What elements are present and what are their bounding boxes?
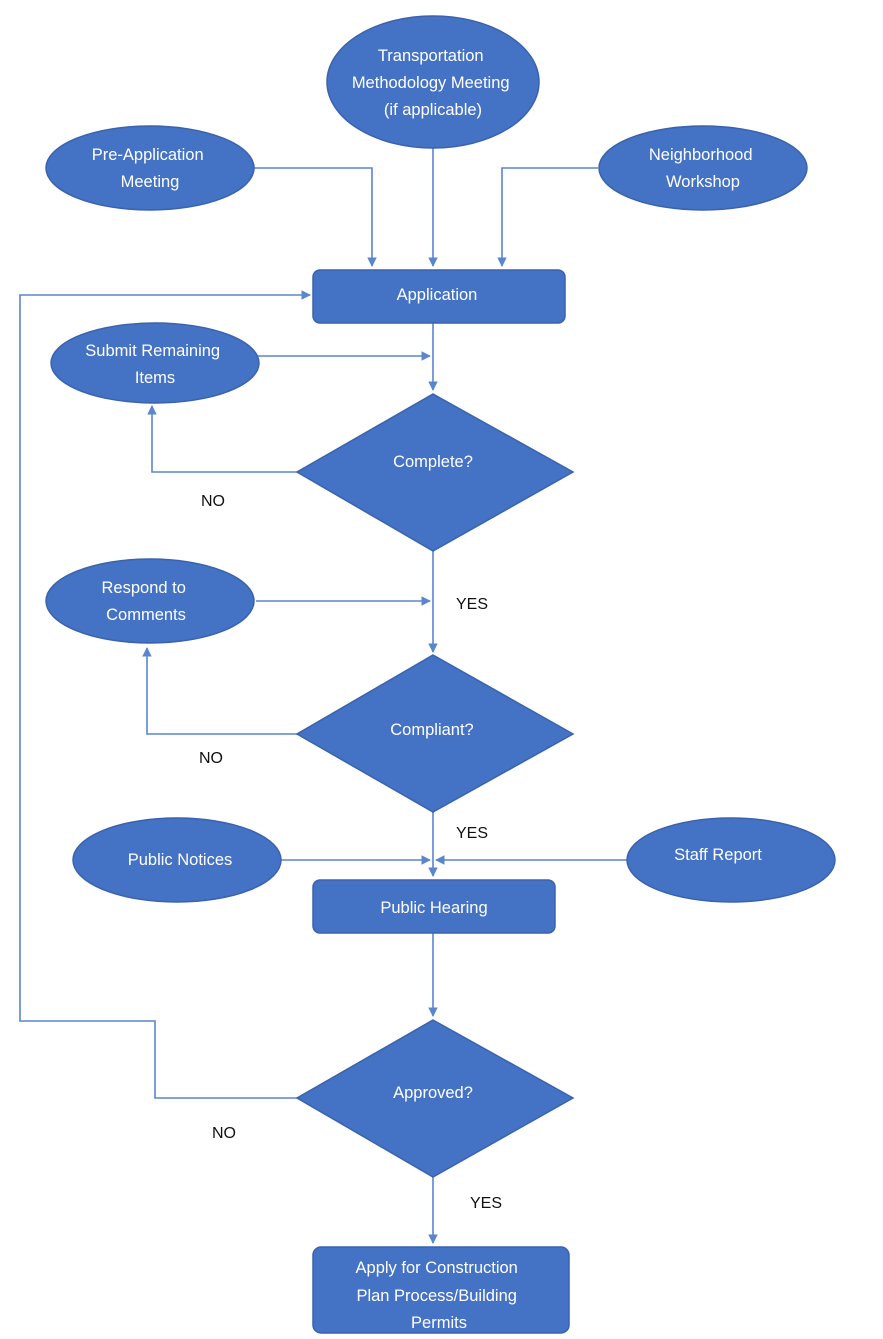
neighborhood-workshop-node — [598, 125, 808, 211]
public-hearing-node — [312, 879, 556, 934]
construction-permits-line-2: Plan Process/Building — [356, 1287, 517, 1305]
transportation-meeting-text: Transportation Methodology Meeting (if a… — [352, 47, 514, 119]
edge-compliant-no — [142, 647, 297, 735]
pre-application-meeting-node — [45, 125, 255, 211]
respond-to-comments-text: Respond to Comments — [102, 579, 191, 624]
edge-approved-no-loop — [19, 290, 311, 1099]
neighborhood-workshop-line-2: Workshop — [666, 173, 740, 191]
submit-remaining-line-1: Submit Remaining — [85, 342, 220, 360]
edge-complete-no — [147, 405, 297, 473]
pre-application-line-2: Meeting — [121, 173, 180, 191]
edge-workshop-to-application — [497, 167, 598, 267]
construction-permits-line-1: Apply for Construction — [356, 1259, 518, 1277]
submit-remaining-items-text: Submit Remaining Items — [85, 342, 224, 387]
compliant-decision-node — [295, 654, 575, 813]
public-notices-node — [72, 817, 282, 903]
approved-yes-label: YES — [470, 1195, 502, 1212]
staff-report-text: Staff Report — [674, 846, 762, 864]
compliant-yes-label: YES — [456, 825, 488, 842]
approved-decision-text: Approved? — [393, 1084, 473, 1102]
transportation-meeting-line-2: Methodology Meeting — [352, 74, 510, 92]
construction-permits-text: Apply for Construction Plan Process/Buil… — [356, 1259, 523, 1332]
application-text: Application — [397, 286, 478, 304]
complete-no-label: NO — [201, 493, 225, 510]
complete-decision-text: Complete? — [393, 453, 473, 471]
transportation-meeting-node — [326, 15, 540, 149]
connectors — [19, 148, 628, 1244]
submit-remaining-line-2: Items — [135, 369, 175, 387]
complete-decision-node — [295, 393, 575, 552]
transportation-meeting-line-3: (if applicable) — [384, 101, 482, 119]
neighborhood-workshop-text: Neighborhood Workshop — [649, 146, 757, 191]
edge-preapp-to-application — [254, 167, 377, 267]
construction-permits-line-3: Permits — [411, 1314, 467, 1332]
transportation-meeting-line-1: Transportation — [378, 47, 484, 65]
staff-report-node — [626, 817, 836, 903]
construction-permits-node — [312, 1246, 570, 1334]
pre-application-line-1: Pre-Application — [92, 146, 204, 164]
complete-yes-label: YES — [456, 596, 488, 613]
neighborhood-workshop-line-1: Neighborhood — [649, 146, 753, 164]
compliant-no-label: NO — [199, 750, 223, 767]
approved-decision-node — [295, 1019, 575, 1178]
public-notices-text: Public Notices — [128, 851, 233, 869]
approved-no-label: NO — [212, 1125, 236, 1142]
public-hearing-text: Public Hearing — [380, 899, 487, 917]
pre-application-meeting-text: Pre-Application Meeting — [92, 146, 208, 191]
application-node — [312, 269, 566, 324]
respond-to-comments-line-1: Respond to — [102, 579, 186, 597]
compliant-decision-text: Compliant? — [390, 721, 473, 739]
submit-remaining-items-node — [50, 322, 260, 404]
respond-to-comments-node — [45, 558, 255, 644]
respond-to-comments-line-2: Comments — [106, 606, 186, 624]
